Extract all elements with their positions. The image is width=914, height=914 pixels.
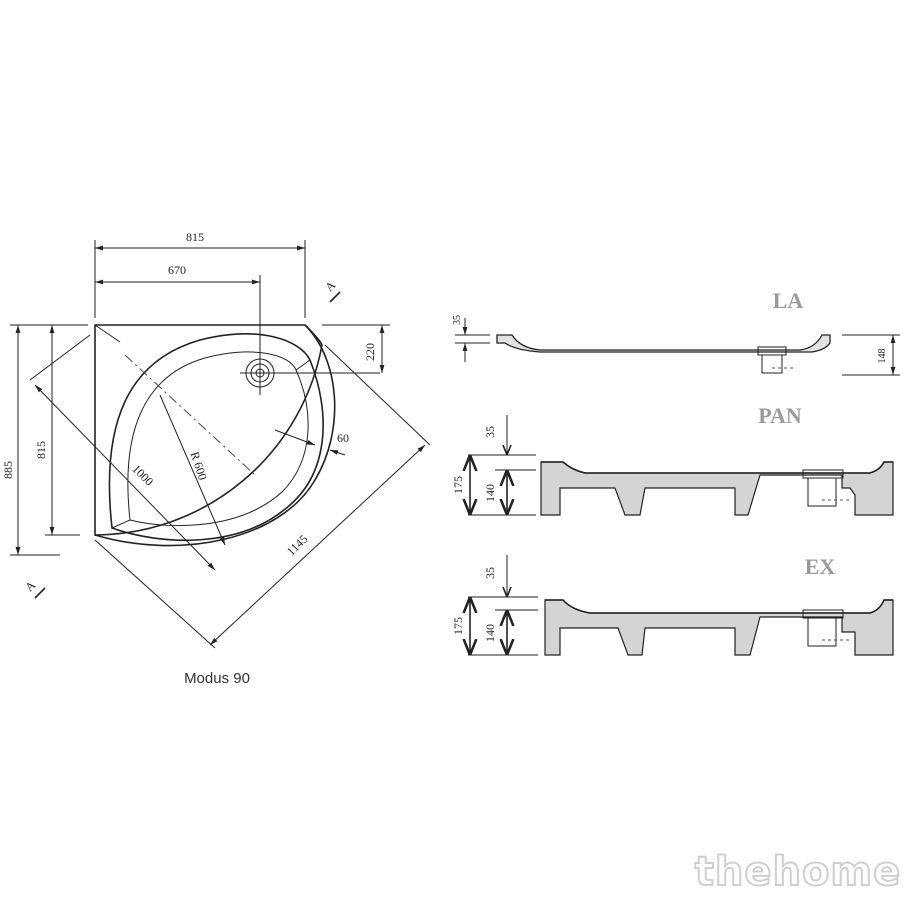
ex-dim-total: 175 xyxy=(451,617,465,635)
dim-diag-inner: 1000 xyxy=(129,462,156,489)
dim-width-outer: 815 xyxy=(186,230,204,244)
pan-dim-base: 140 xyxy=(483,484,497,502)
section-ex-label: EX xyxy=(805,554,836,579)
ex-drain-fitting xyxy=(802,609,852,647)
dim-height-inner: 815 xyxy=(34,441,48,459)
section-marker-top: A xyxy=(322,278,341,303)
ex-body xyxy=(544,599,894,656)
watermark-logo: thehome xyxy=(695,849,902,895)
svg-text:A: A xyxy=(322,278,338,294)
la-dim-rim: 35 xyxy=(452,315,463,325)
dim-rim: 60 xyxy=(337,431,349,445)
section-la: LA 35 148 xyxy=(452,288,900,376)
section-marker-bottom: A xyxy=(22,578,46,599)
section-pan: PAN 35 175 140 xyxy=(451,403,894,516)
ex-dim-rim: 35 xyxy=(483,567,497,579)
dim-height-outer: 885 xyxy=(1,461,15,479)
dim-diag-outer: 1145 xyxy=(284,532,311,559)
basin-rim xyxy=(108,333,324,542)
tray-outline xyxy=(94,324,323,536)
pan-dim-rim: 35 xyxy=(483,426,497,438)
section-pan-label: PAN xyxy=(758,403,802,428)
pan-drain-fitting xyxy=(802,469,852,507)
dim-drain: 220 xyxy=(363,343,377,361)
tray-outer-arc xyxy=(94,324,336,547)
plan-caption: Modus 90 xyxy=(184,670,250,687)
la-profile xyxy=(496,334,831,353)
svg-text:A: A xyxy=(22,578,38,594)
section-la-label: LA xyxy=(773,288,804,313)
pan-dim-total: 175 xyxy=(451,476,465,494)
dim-width-inner: 670 xyxy=(168,263,186,277)
plan-view: 815 670 885 815 220 60 R 600 1000 1145 xyxy=(1,230,431,687)
la-drain-fitting xyxy=(757,346,795,374)
section-ex: EX 35 175 140 xyxy=(451,554,894,656)
ex-dim-base: 140 xyxy=(483,624,497,642)
la-dim-height: 148 xyxy=(877,349,888,364)
